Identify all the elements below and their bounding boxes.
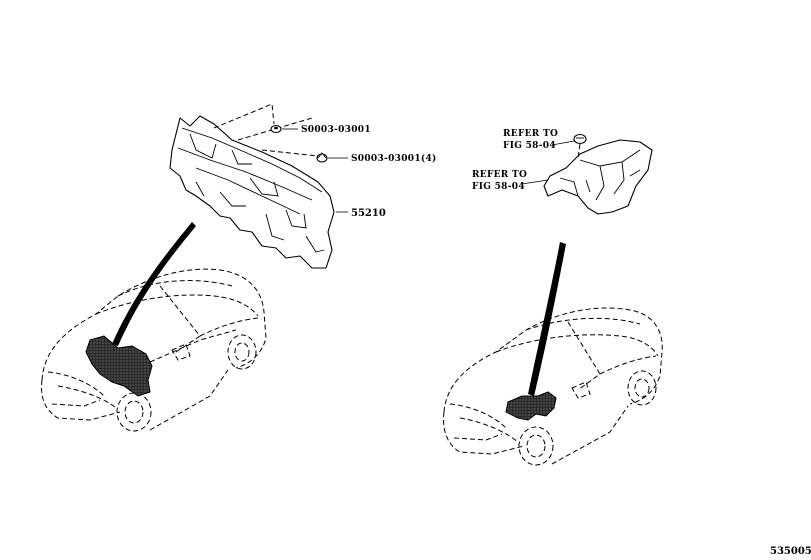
dash-insulator-panel <box>169 115 335 269</box>
location-pointer <box>528 242 566 396</box>
clip-guide-line <box>213 103 275 129</box>
clip-part-number: S0003-03001 <box>301 125 371 135</box>
insulator-location-highlight <box>85 335 153 397</box>
main-part-number: 55210 <box>351 208 386 219</box>
cap-icon <box>573 133 587 145</box>
component-location-highlight <box>505 391 557 421</box>
figure-number: 535005 <box>770 546 811 557</box>
leader-line <box>551 140 575 146</box>
clip-icon <box>270 124 282 134</box>
car-outline-left <box>41 268 267 432</box>
refer-component <box>543 139 653 215</box>
cap-guide-line <box>577 143 581 159</box>
car-outline-right <box>443 307 663 466</box>
refer-note-line1: REFER TO <box>503 129 558 139</box>
location-pointer <box>112 222 196 346</box>
clip-icon <box>316 152 328 163</box>
refer-note-line1: REFER TO <box>472 170 527 180</box>
refer-note-line2: FIG 58-04 <box>472 182 525 192</box>
clip-guide-line <box>237 117 313 141</box>
refer-note-line2: FIG 58-04 <box>503 141 556 151</box>
clip-part-number-quantity: S0003-03001(4) <box>351 153 437 164</box>
leader-line <box>521 179 549 185</box>
clip-guide-line <box>261 149 319 157</box>
